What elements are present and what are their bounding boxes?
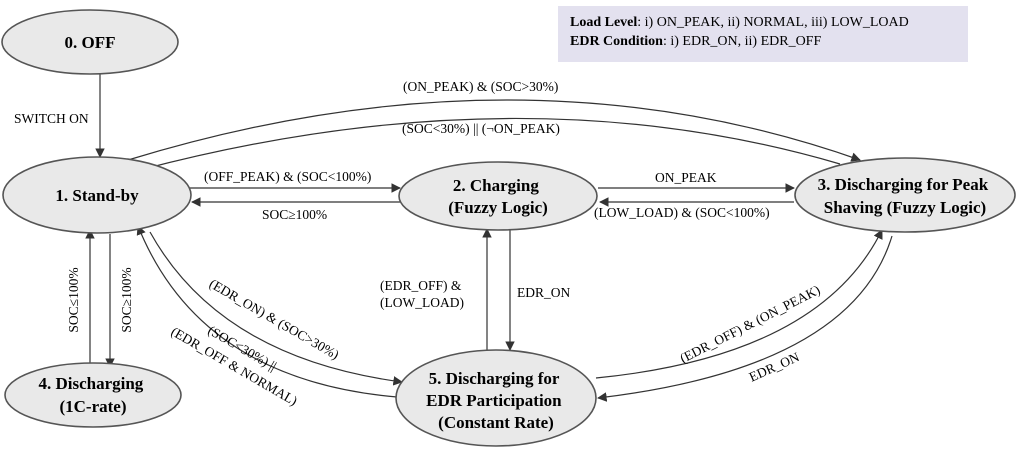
state-edr-line-3: (Constant Rate) — [438, 413, 554, 432]
load-level-line: Load Level: i) ON_PEAK, ii) NORMAL, iii)… — [570, 13, 968, 32]
state-edr-line-1: 5. Discharging for — [429, 369, 560, 388]
edge-peak-to-standby — [139, 117, 841, 173]
legend-box: Load Level: i) ON_PEAK, ii) NORMAL, iii)… — [558, 6, 968, 62]
edr-condition-title: EDR Condition — [570, 34, 663, 49]
state-standby: 1. Stand-by — [2, 156, 192, 234]
edr-condition-line: EDR Condition: i) EDR_ON, ii) EDR_OFF — [570, 32, 968, 51]
edge-peak-to-edr — [597, 235, 893, 402]
edge-edr-to-peak — [595, 229, 883, 379]
label-1c-to-standby: SOC≤100% — [66, 267, 81, 332]
state-discharging-1c-line-1: 4. Discharging — [38, 374, 143, 393]
state-charging-line-2: (Fuzzy Logic) — [448, 198, 548, 217]
state-charging-line-1: 2. Charging — [453, 176, 539, 195]
state-edr: 5. Discharging for EDR Participation (Co… — [395, 349, 597, 447]
transition-edges — [85, 72, 893, 402]
state-peak-shaving: 3. Discharging for Peak Shaving (Fuzzy L… — [794, 157, 1016, 233]
state-off: 0. OFF — [1, 9, 179, 75]
state-peak-shaving-line-1: 3. Discharging for Peak — [818, 175, 989, 194]
label-switch-on: SWITCH ON — [14, 111, 89, 126]
label-charging-to-edr: EDR_ON — [517, 285, 570, 300]
label-edr-to-charging-line-2: (LOW_LOAD) — [380, 295, 464, 310]
state-peak-shaving-line-2: Shaving (Fuzzy Logic) — [824, 198, 986, 217]
svg-text:1. Stand-by: 1. Stand-by — [55, 186, 139, 205]
edge-standby-to-peak — [127, 99, 861, 162]
svg-text:0. OFF: 0. OFF — [65, 33, 116, 52]
label-standby-to-peak: (ON_PEAK) & (SOC>30%) — [403, 79, 558, 94]
svg-text:5. Discharging for EDR P: 5. Discharging for EDR Participation (Co… — [426, 369, 566, 432]
load-level-title: Load Level — [570, 15, 638, 30]
label-peak-to-standby: (SOC<30%) || (¬ON_PEAK) — [402, 121, 560, 136]
edge-edr-to-standby — [136, 225, 398, 398]
svg-text:2. Charging (Fuzzy Logic: 2. Charging (Fuzzy Logic) — [448, 176, 548, 217]
edr-condition-values: : i) EDR_ON, ii) EDR_OFF — [662, 34, 822, 49]
label-standby-to-charging: (OFF_PEAK) & (SOC<100%) — [204, 169, 371, 184]
load-level-values: : i) ON_PEAK, ii) NORMAL, iii) LOW_LOAD — [637, 15, 909, 30]
label-peak-to-charging: (LOW_LOAD) & (SOC<100%) — [594, 205, 770, 220]
state-off-label: 0. OFF — [65, 33, 116, 52]
label-edr-to-charging-line-1: (EDR_OFF) & — [380, 278, 462, 293]
svg-text:3. Discharging for Peak: 3. Discharging for Peak Shaving (Fuzzy L… — [818, 175, 993, 217]
label-edr-to-peak: (EDR_OFF) & (ON_PEAK) — [677, 282, 822, 366]
label-charging-to-peak: ON_PEAK — [655, 170, 717, 185]
edge-standby-to-edr — [149, 231, 403, 386]
state-charging: 2. Charging (Fuzzy Logic) — [398, 161, 598, 231]
state-standby-label: 1. Stand-by — [55, 186, 139, 205]
label-charging-to-standby: SOC≥100% — [262, 207, 327, 222]
state-edr-line-2: EDR Participation — [426, 391, 562, 410]
svg-text:4. Discharging (1C-rate): 4. Discharging (1C-rate) — [38, 374, 147, 416]
state-discharging-1c: 4. Discharging (1C-rate) — [4, 362, 182, 428]
label-standby-to-1c: SOC≥100% — [119, 267, 134, 332]
state-discharging-1c-line-2: (1C-rate) — [59, 397, 126, 416]
